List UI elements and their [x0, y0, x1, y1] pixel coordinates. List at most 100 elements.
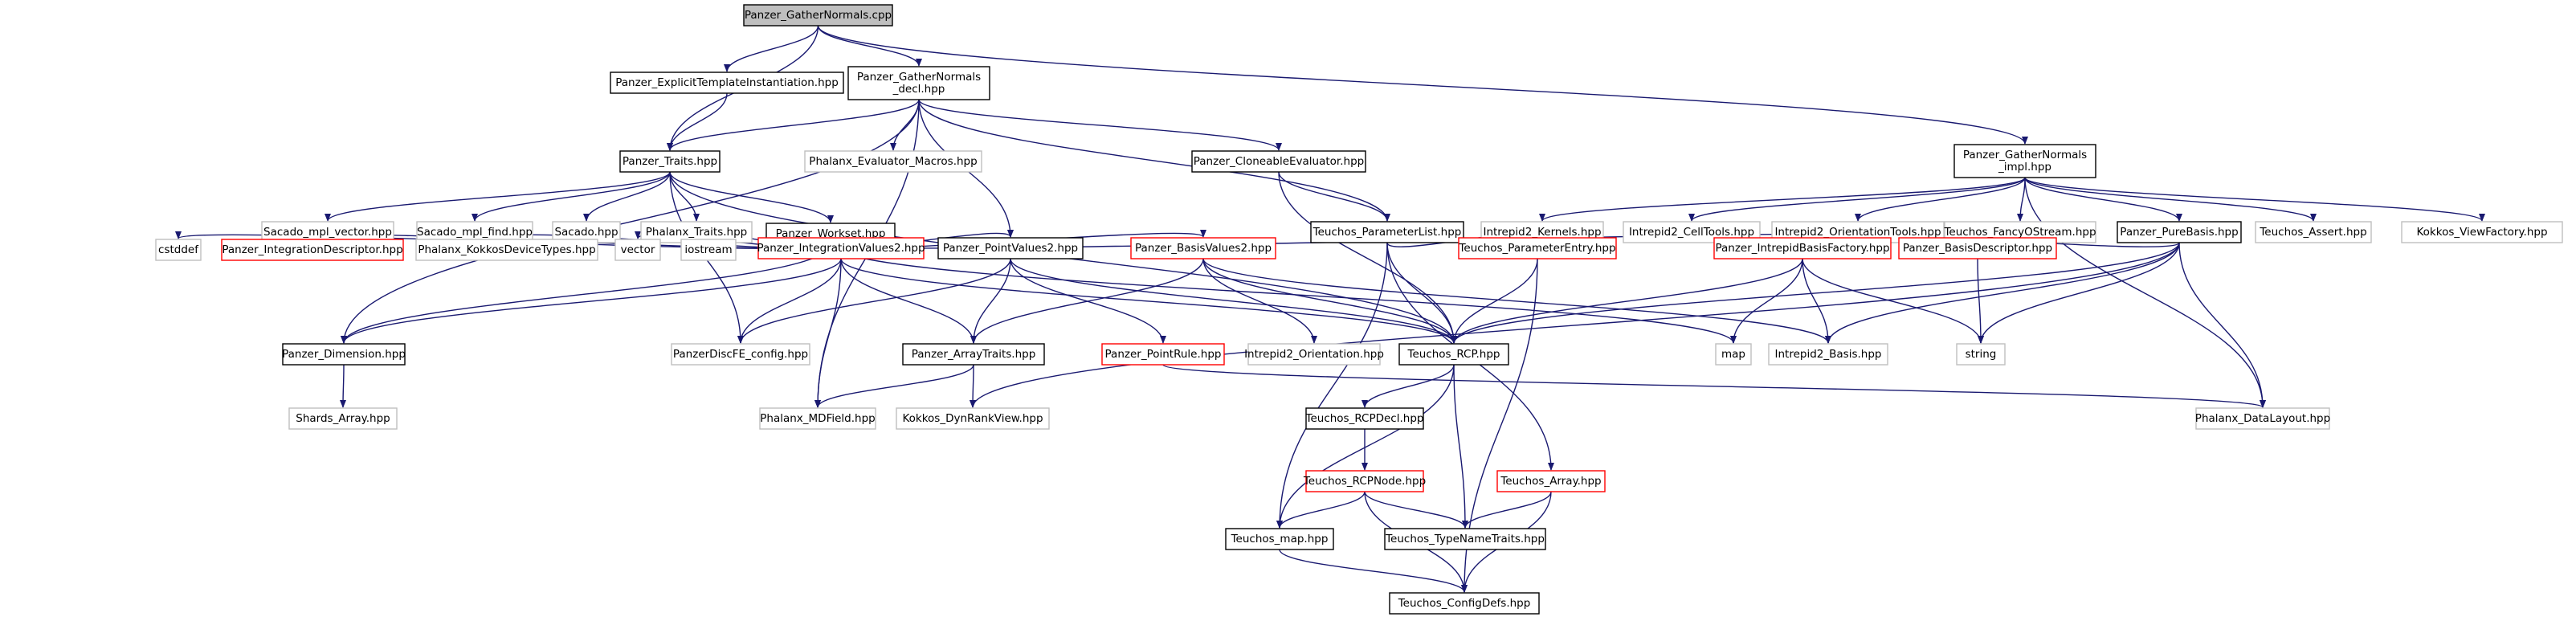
edge-panzer-gathernormals-impl-hpp-to-phalanx-datalayout-hpp: [2024, 177, 2266, 408]
node-teuchos-assert-hpp: Teuchos_Assert.hpp: [2255, 221, 2372, 243]
node-teuchos-parameterlist-hpp[interactable]: Teuchos_ParameterList.hpp: [1310, 221, 1464, 243]
node-panzer-basisdescriptor-hpp[interactable]: Panzer_BasisDescriptor.hpp: [1898, 237, 2057, 259]
node-panzerdiscfe-config-hpp: PanzerDiscFE_config.hpp: [671, 343, 810, 366]
node-label: Panzer_CloneableEvaluator.hpp: [1194, 155, 1364, 168]
node-teuchos-map-hpp[interactable]: Teuchos_map.hpp: [1225, 528, 1334, 550]
node-label: Phalanx_DataLayout.hpp: [2195, 412, 2330, 425]
node-box: [155, 239, 202, 261]
node-label: string: [1966, 348, 1997, 361]
node-panzer-basisvalues2-hpp[interactable]: Panzer_BasisValues2.hpp: [1130, 237, 1276, 259]
node-panzer-arraytraits-hpp[interactable]: Panzer_ArrayTraits.hpp: [902, 343, 1045, 366]
node-box: [282, 343, 406, 366]
node-box: [847, 66, 990, 100]
node-box: [902, 343, 1045, 366]
node-box: [2195, 407, 2330, 430]
node-teuchos-array-hpp[interactable]: Teuchos_Array.hpp: [1496, 470, 1606, 492]
node-teuchos-parameterentry-hpp[interactable]: Teuchos_ParameterEntry.hpp: [1458, 237, 1617, 259]
edge-panzer-cloneableevaluator-hpp-to-teuchos-rcp-hpp: [1278, 171, 1457, 344]
node-box: [671, 343, 810, 366]
node-teuchos-typenametraits-hpp[interactable]: Teuchos_TypeNameTraits.hpp: [1384, 528, 1546, 550]
node-panzer-pointvalues2-hpp[interactable]: Panzer_PointValues2.hpp: [937, 237, 1084, 259]
node-box: [1953, 144, 2096, 178]
node-panzer-purebasis-hpp[interactable]: Panzer_PureBasis.hpp: [2117, 221, 2242, 243]
node-panzer-integrationvalues2-hpp[interactable]: Panzer_IntegrationValues2.hpp: [757, 237, 925, 259]
edge-panzer-integrationvalues2-hpp-to-panzerdiscfe-config-hpp: [737, 258, 842, 344]
node-box: [2401, 221, 2563, 243]
node-label: Panzer_GatherNormals.cpp: [745, 9, 892, 22]
node-label: Teuchos_ConfigDefs.hpp: [1398, 597, 1531, 610]
node-panzer-traits-hpp[interactable]: Panzer_Traits.hpp: [619, 150, 721, 173]
node-box: [1384, 528, 1546, 550]
node-kokkos-dynrankview-hpp: Kokkos_DynRankView.hpp: [896, 407, 1050, 430]
node-box: [2255, 221, 2372, 243]
node-panzer-cloneableevaluator-hpp[interactable]: Panzer_CloneableEvaluator.hpp: [1191, 150, 1366, 173]
node-teuchos-configdefs-hpp[interactable]: Teuchos_ConfigDefs.hpp: [1389, 592, 1540, 615]
node-box: [1191, 150, 1366, 173]
node-label: Teuchos_RCPNode.hpp: [1303, 475, 1426, 488]
node-panzer-pointrule-hpp[interactable]: Panzer_PointRule.hpp: [1101, 343, 1225, 366]
edge-panzer-integrationvalues2-hpp-to-panzer-arraytraits-hpp: [840, 258, 977, 344]
edge-panzer-purebasis-hpp-to-phalanx-datalayout-hpp: [2178, 242, 2266, 408]
edge-panzer-workset-hpp-to-map: [830, 243, 1737, 344]
node-label: vector: [621, 243, 655, 256]
node-label: _impl.hpp: [1998, 161, 2051, 174]
node-panzer-gathernormals-impl-hpp[interactable]: Panzer_GatherNormals_impl.hpp: [1953, 144, 2096, 178]
edge-panzer-intrepidbasisfactory-hpp-to-teuchos-rcp-hpp: [1451, 258, 1803, 344]
edge-panzer-integrationvalues2-hpp-to-teuchos-rcp-hpp: [840, 258, 1457, 344]
node-box: [896, 407, 1050, 430]
edge-panzer-gathernormals-decl-hpp-to-panzer-traits-hpp: [667, 99, 920, 151]
node-box: [1768, 343, 1888, 366]
node-box: [619, 150, 721, 173]
node-label: Teuchos_FancyOStream.hpp: [1943, 226, 2096, 239]
edge-panzer-gathernormals-impl-hpp-to-teuchos-assert-hpp: [2024, 177, 2317, 222]
edge-panzer-traits-hpp-to-sacado-mpl-find-hpp: [472, 171, 671, 222]
node-box: [1898, 237, 2057, 259]
node-label: Intrepid2_OrientationTools.hpp: [1774, 226, 1941, 239]
node-box: [1305, 407, 1424, 430]
node-box: [288, 407, 398, 430]
node-panzer-intrepidbasisfactory-hpp[interactable]: Panzer_IntrepidBasisFactory.hpp: [1713, 237, 1892, 259]
node-teuchos-rcpdecl-hpp[interactable]: Teuchos_RCPDecl.hpp: [1305, 407, 1424, 430]
node-panzer-gathernormals-decl-hpp[interactable]: Panzer_GatherNormals_decl.hpp: [847, 66, 990, 100]
node-shards-array-hpp: Shards_Array.hpp: [288, 407, 398, 430]
node-label: Panzer_GatherNormals: [857, 71, 981, 84]
node-label: Phalanx_Traits.hpp: [646, 226, 747, 239]
edge-panzer-basisvalues2-hpp-to-intrepid2-basis-hpp: [1202, 258, 1831, 344]
node-label: Panzer_IntegrationValues2.hpp: [757, 242, 925, 255]
node-teuchos-rcp-hpp[interactable]: Teuchos_RCP.hpp: [1398, 343, 1509, 366]
node-label: Teuchos_ParameterEntry.hpp: [1458, 242, 1615, 255]
node-panzer-explicittemplateinstantiation-hpp[interactable]: Panzer_ExplicitTemplateInstantiation.hpp: [610, 71, 844, 94]
edge-panzer-gathernormals-impl-hpp-to-intrepid2-orientationtools-hpp: [1855, 177, 2026, 222]
node-label: Teuchos_ParameterList.hpp: [1312, 226, 1462, 239]
edge-panzer-basisvalues2-hpp-to-intrepid2-orientation-hpp: [1202, 258, 1317, 344]
node-phalanx-datalayout-hpp: Phalanx_DataLayout.hpp: [2195, 407, 2330, 430]
edge-panzer-traits-hpp-to-sacado-mpl-vector-hpp: [325, 171, 671, 222]
edge-panzer-gathernormals-cpp-to-panzer-gathernormals-decl-hpp: [817, 25, 922, 67]
node-teuchos-rcpnode-hpp[interactable]: Teuchos_RCPNode.hpp: [1303, 470, 1426, 492]
node-box: [1389, 592, 1540, 615]
file-nodes: Panzer_GatherNormals.cppPanzer_ExplicitT…: [155, 4, 2563, 615]
node-label: Intrepid2_Kernels.hpp: [1483, 226, 1601, 239]
dependency-edges: [175, 25, 2485, 593]
node-label: Panzer_Traits.hpp: [623, 155, 717, 168]
node-label: Teuchos_RCPDecl.hpp: [1305, 412, 1424, 425]
node-panzer-gathernormals-cpp[interactable]: Panzer_GatherNormals.cpp: [743, 4, 893, 27]
edge-panzer-workset-hpp-to-panzer-dimension-hpp: [341, 243, 831, 344]
node-label: Intrepid2_CellTools.hpp: [1629, 226, 1754, 239]
node-panzer-dimension-hpp[interactable]: Panzer_Dimension.hpp: [282, 343, 406, 366]
node-box: [1101, 343, 1225, 366]
node-panzer-integrationdescriptor-hpp[interactable]: Panzer_IntegrationDescriptor.hpp: [221, 239, 404, 261]
node-box: [1458, 237, 1617, 259]
node-label: Panzer_GatherNormals: [1963, 149, 2087, 161]
node-label: Panzer_PureBasis.hpp: [2120, 226, 2238, 239]
node-box: [937, 237, 1084, 259]
edge-panzer-arraytraits-hpp-to-phalanx-mdfield-hpp: [814, 364, 974, 408]
edge-panzer-arraytraits-hpp-to-kokkos-dynrankview-hpp: [970, 364, 977, 408]
edge-teuchos-rcpnode-hpp-to-teuchos-typenametraits-hpp: [1364, 491, 1468, 529]
edge-panzer-purebasis-hpp-to-teuchos-rcp-hpp: [1451, 242, 2180, 344]
node-label: Panzer_PointRule.hpp: [1105, 348, 1222, 361]
node-label: Panzer_BasisDescriptor.hpp: [1903, 242, 2052, 255]
edge-panzer-integrationvalues2-hpp-to-panzer-dimension-hpp: [341, 258, 842, 344]
edge-panzer-basisvalues2-hpp-to-teuchos-rcp-hpp: [1202, 258, 1457, 344]
